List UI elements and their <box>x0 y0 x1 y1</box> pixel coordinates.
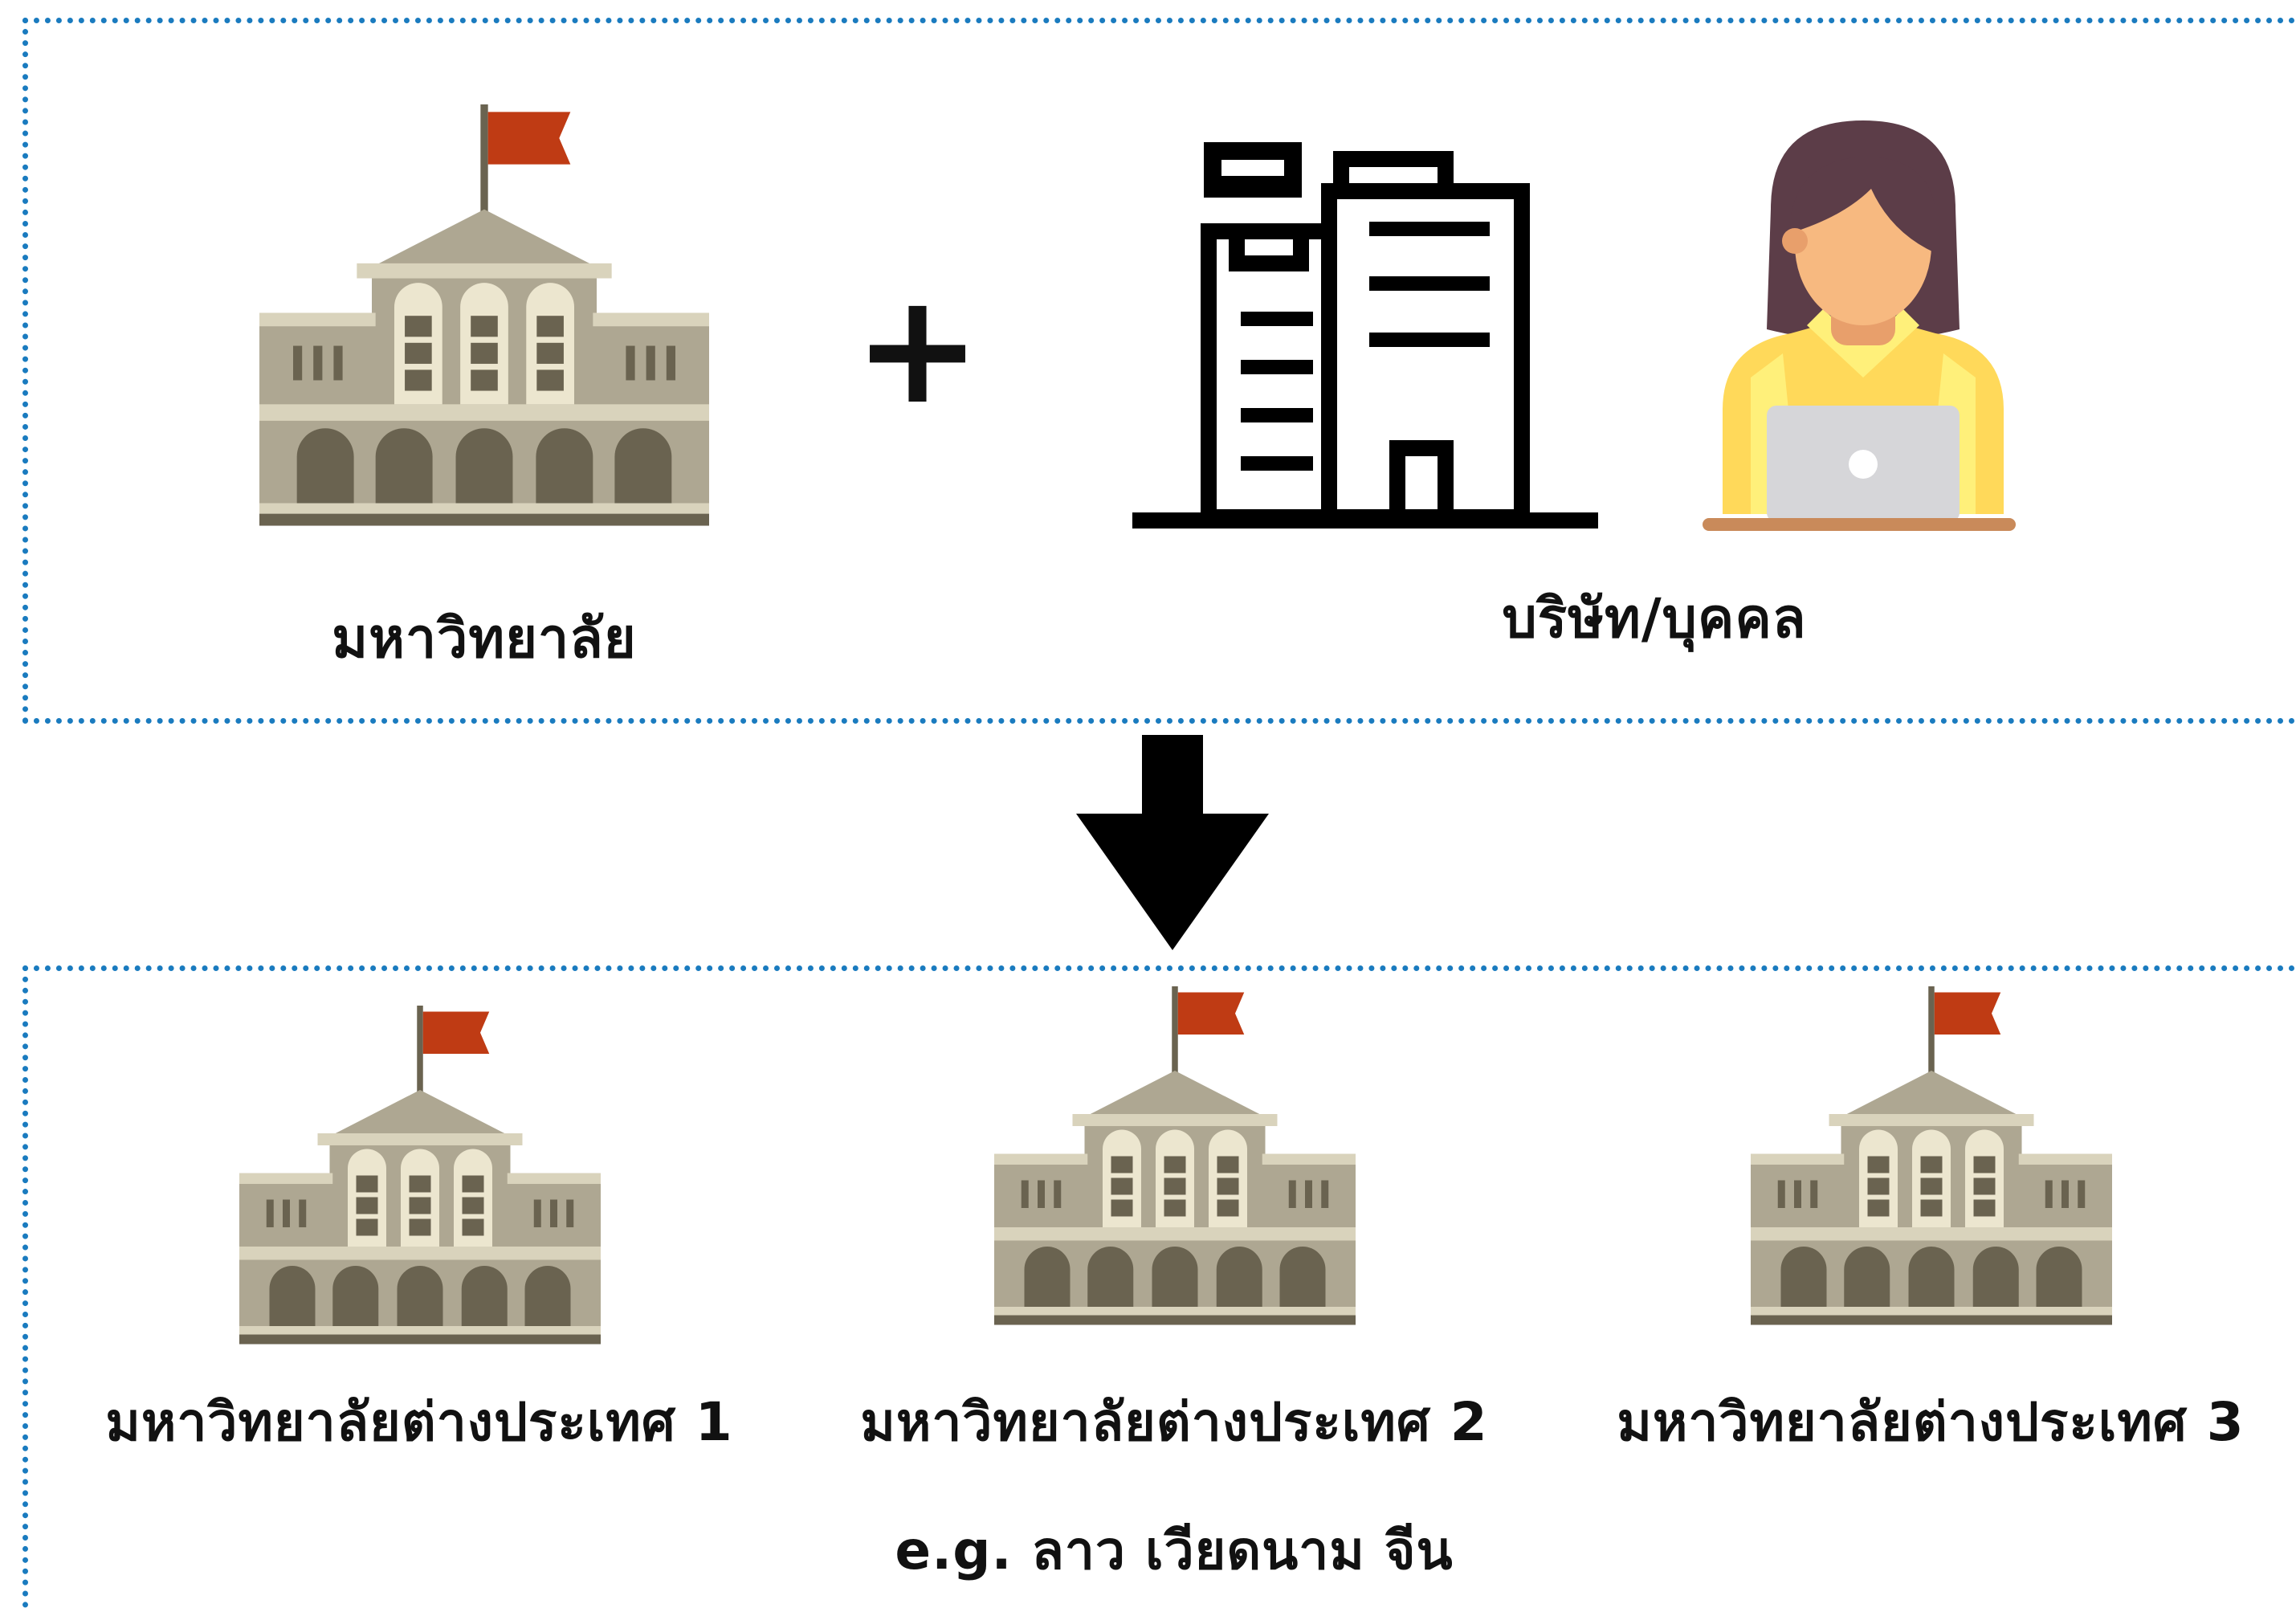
university-building-icon <box>259 104 709 554</box>
top-section-frame <box>22 18 2296 724</box>
foreign-university-2-icon <box>994 986 1356 1348</box>
foreign-university-1-icon <box>239 1006 601 1367</box>
company-person-label: บริษัท/บุคคล <box>1502 587 1807 651</box>
plus-symbol: + <box>853 260 983 438</box>
person-with-laptop-icon <box>1703 120 2016 531</box>
foreign-university-2-label: มหาวิทยาลัยต่างประเทศ 2 <box>860 1391 1488 1453</box>
foreign-university-1-label: มหาวิทยาลัยต่างประเทศ 1 <box>105 1391 733 1453</box>
down-arrow-icon <box>1076 735 1269 950</box>
foreign-university-3-label: มหาวิทยาลัยต่างประเทศ 3 <box>1617 1391 2245 1453</box>
bottom-section-frame <box>22 965 2296 1608</box>
company-building-icon <box>1132 142 1598 529</box>
foreign-university-3-icon <box>1751 986 2112 1348</box>
example-countries-text: e.g. ลาว เวียดนาม จีน <box>895 1520 1454 1581</box>
university-label: มหาวิทยาลัย <box>332 607 637 671</box>
